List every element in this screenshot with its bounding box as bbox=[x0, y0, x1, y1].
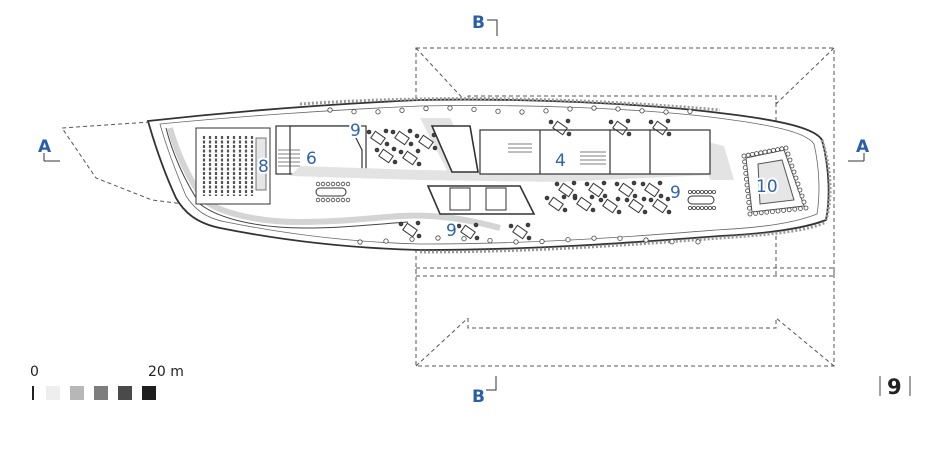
desk-clusters bbox=[366, 118, 672, 241]
service-block bbox=[479, 129, 711, 175]
scale-label-20m: 20 m bbox=[148, 364, 184, 380]
scale-swatch bbox=[118, 386, 132, 400]
scale-swatch bbox=[94, 386, 108, 400]
section-marker-a-right: A bbox=[856, 137, 870, 157]
section-marker-a-left: A bbox=[38, 137, 52, 157]
room-label-9-top: 9 bbox=[350, 121, 361, 141]
room-label-6: 6 bbox=[306, 149, 317, 169]
section-marker-b-top: B bbox=[472, 13, 485, 33]
section-marker-b-bottom: B bbox=[472, 387, 485, 407]
scale-swatch bbox=[142, 386, 156, 400]
page-number-text: 9 bbox=[887, 375, 902, 399]
meeting-tables bbox=[315, 187, 715, 205]
page-number: 9 bbox=[879, 375, 911, 399]
auditorium-seating bbox=[195, 127, 271, 205]
room-label-10: 10 bbox=[756, 177, 778, 197]
room-10-conference bbox=[741, 145, 809, 217]
facade-chairs bbox=[315, 105, 717, 245]
scale-tick bbox=[32, 386, 34, 400]
room-label-9-right: 9 bbox=[670, 183, 681, 203]
ramp-edge bbox=[165, 127, 409, 229]
room-label-9-bottom: 9 bbox=[446, 221, 457, 241]
scale-label-zero: 0 bbox=[30, 364, 39, 380]
room-label-4: 4 bbox=[555, 151, 566, 171]
scale-bar: 0 20 m bbox=[30, 364, 184, 400]
room-label-8: 8 bbox=[258, 157, 269, 177]
scale-swatch bbox=[46, 386, 60, 400]
scale-swatch bbox=[70, 386, 84, 400]
core-block-center bbox=[426, 125, 536, 215]
section-cut-lines bbox=[43, 19, 865, 391]
core-block-left bbox=[275, 125, 367, 175]
